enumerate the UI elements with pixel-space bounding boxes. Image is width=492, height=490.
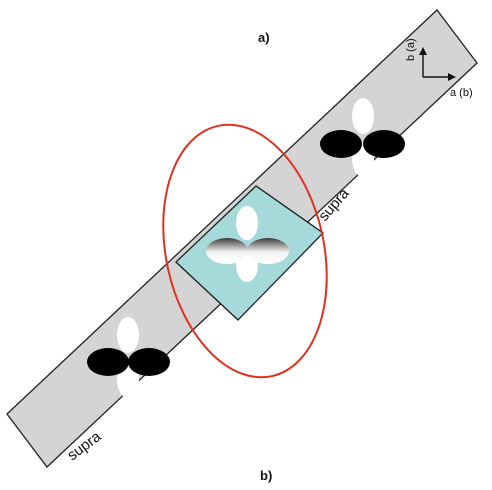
axis-label-horizontal: a (b) [450,87,473,99]
panel-label-a: a) [258,30,270,45]
panel-label-b: b) [260,468,272,483]
axis-label-vertical: b (a) [405,38,417,61]
